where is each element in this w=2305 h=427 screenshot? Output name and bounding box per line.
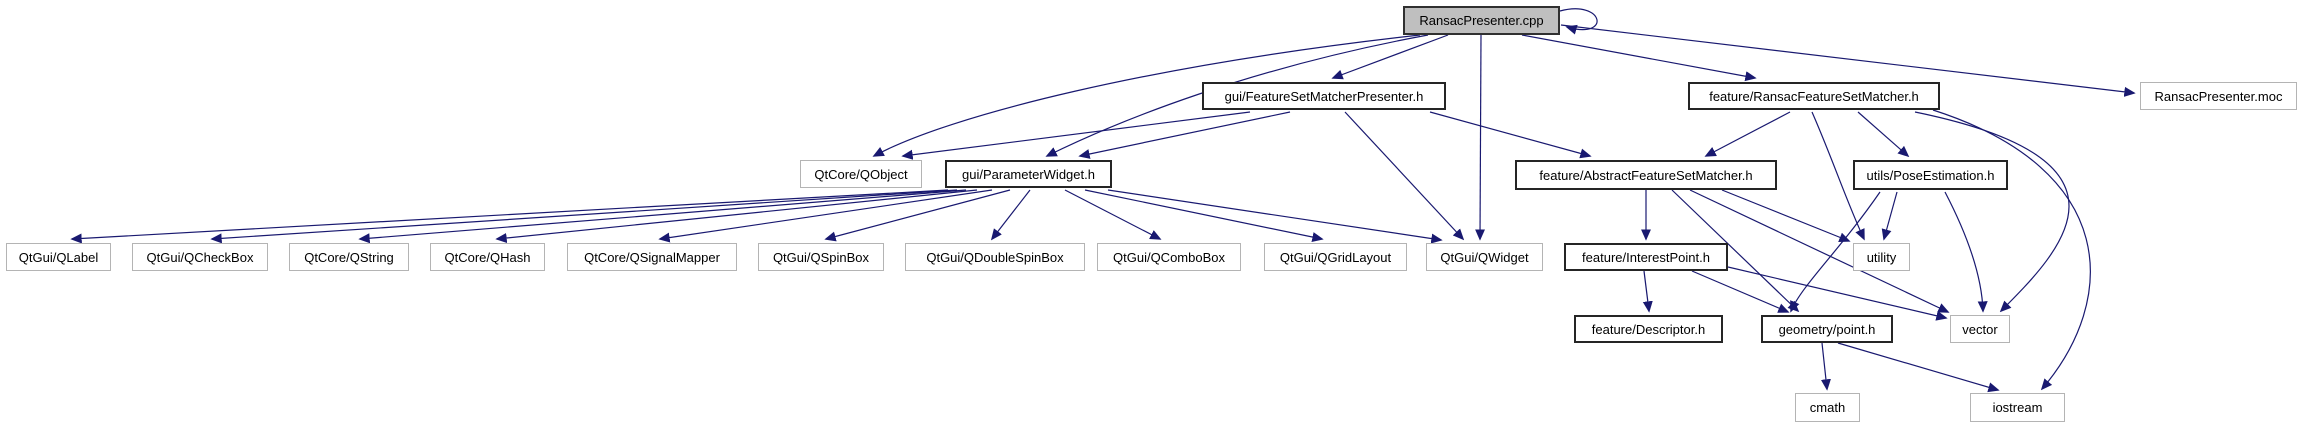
node-qobject: QtCore/QObject xyxy=(800,160,922,188)
edge-pose-to-utility xyxy=(1881,191,1898,241)
node-fsmp[interactable]: gui/FeatureSetMatcherPresenter.h xyxy=(1202,82,1446,110)
node-label: QtCore/QSignalMapper xyxy=(584,249,720,265)
node-label: iostream xyxy=(1992,400,2043,415)
edge-paramw-to-qcombobox xyxy=(1064,189,1162,240)
edge-paramw-to-qgridlayout xyxy=(1084,189,1324,242)
edge-rfsm-to-vector xyxy=(1914,111,2070,313)
edge-paramw-to-qhash xyxy=(495,189,978,244)
node-label: RansacPresenter.moc xyxy=(2154,88,2283,104)
edge-paramw-to-qlabel xyxy=(70,189,949,244)
node-label: QtCore/QHash xyxy=(444,249,531,265)
edge-interestpoint-to-descriptor xyxy=(1642,270,1653,313)
node-label: QtCore/QString xyxy=(304,249,394,265)
edge-root-to-qwidget xyxy=(1475,34,1486,241)
node-qlabel: QtGui/QLabel xyxy=(6,243,111,271)
edge-paramw-to-qspinbox xyxy=(824,189,1011,242)
node-label: gui/FeatureSetMatcherPresenter.h xyxy=(1224,88,1424,104)
node-root: RansacPresenter.cpp xyxy=(1403,6,1560,35)
edge-fsmp-to-afsm xyxy=(1429,111,1592,159)
edge-root-to-moc xyxy=(1560,24,2136,97)
edge-afsm-to-point xyxy=(1671,189,1800,313)
node-cmath: cmath xyxy=(1795,393,1860,422)
node-label: cmath xyxy=(1809,400,1846,415)
node-label: QtGui/QComboBox xyxy=(1113,249,1225,265)
edge-interestpoint-to-point xyxy=(1691,270,1790,313)
edge-paramw-to-qstring xyxy=(358,189,967,244)
node-qcheckbox: QtGui/QCheckBox xyxy=(132,243,268,271)
node-paramw[interactable]: gui/ParameterWidget.h xyxy=(945,160,1112,188)
node-interestpoint[interactable]: feature/InterestPoint.h xyxy=(1564,243,1728,271)
edge-rfsm-to-iostream xyxy=(1932,109,2091,391)
edge-paramw-to-qwidget xyxy=(1107,189,1443,244)
node-afsm[interactable]: feature/AbstractFeatureSetMatcher.h xyxy=(1515,160,1777,190)
node-qcombobox: QtGui/QComboBox xyxy=(1097,243,1241,271)
node-qsignalmapper: QtCore/QSignalMapper xyxy=(567,243,737,271)
node-utility: utility xyxy=(1853,243,1910,271)
node-label: geometry/point.h xyxy=(1778,321,1876,337)
node-qgridlayout: QtGui/QGridLayout xyxy=(1264,243,1407,271)
node-label: utils/PoseEstimation.h xyxy=(1866,167,1995,183)
edge-root-to-root xyxy=(1559,8,1598,35)
edge-paramw-to-qdoublespinbox xyxy=(990,189,1031,241)
node-label: utility xyxy=(1866,249,1897,265)
edge-point-to-cmath xyxy=(1820,342,1831,391)
node-moc: RansacPresenter.moc xyxy=(2140,82,2297,110)
edge-root-to-rfsm xyxy=(1521,34,1757,82)
edge-root-to-qobject xyxy=(872,34,1421,157)
node-descriptor[interactable]: feature/Descriptor.h xyxy=(1574,315,1723,343)
node-pose[interactable]: utils/PoseEstimation.h xyxy=(1853,160,2008,190)
edge-afsm-to-utility xyxy=(1721,189,1851,243)
node-qspinbox: QtGui/QSpinBox xyxy=(758,243,884,271)
edge-paramw-to-qsignalmapper xyxy=(658,189,993,243)
node-iostream: iostream xyxy=(1970,393,2065,422)
edge-fsmp-to-qwidget xyxy=(1344,111,1465,241)
edge-rfsm-to-afsm xyxy=(1704,111,1791,157)
node-label: gui/ParameterWidget.h xyxy=(962,166,1095,182)
node-label: vector xyxy=(1962,321,1998,337)
node-label: feature/InterestPoint.h xyxy=(1582,249,1710,265)
node-label: QtGui/QDoubleSpinBox xyxy=(926,249,1064,265)
node-label: QtCore/QObject xyxy=(814,166,908,182)
node-qstring: QtCore/QString xyxy=(289,243,409,271)
node-label: feature/RansacFeatureSetMatcher.h xyxy=(1709,88,1919,104)
edge-rfsm-to-utility xyxy=(1811,111,1865,241)
edge-root-to-fsmp xyxy=(1331,34,1449,80)
node-label: QtGui/QCheckBox xyxy=(146,249,254,265)
node-label: QtGui/QWidget xyxy=(1440,249,1529,265)
edge-fsmp-to-qobject xyxy=(901,111,1251,160)
node-qhash: QtCore/QHash xyxy=(430,243,545,271)
node-qwidget: QtGui/QWidget xyxy=(1426,243,1543,271)
node-rfsm[interactable]: feature/RansacFeatureSetMatcher.h xyxy=(1688,82,1940,110)
edge-fsmp-to-paramw xyxy=(1078,111,1291,159)
edge-pose-to-vector xyxy=(1944,191,1988,313)
edge-rfsm-to-pose xyxy=(1857,111,1910,158)
edge-interestpoint-to-vector xyxy=(1727,266,1948,321)
node-label: QtGui/QSpinBox xyxy=(772,249,870,265)
edge-pose-to-point xyxy=(1790,191,1881,313)
node-vector: vector xyxy=(1950,315,2010,343)
node-label: feature/AbstractFeatureSetMatcher.h xyxy=(1539,167,1753,183)
node-label: QtGui/QLabel xyxy=(18,249,99,265)
node-point[interactable]: geometry/point.h xyxy=(1761,315,1893,343)
node-label: feature/Descriptor.h xyxy=(1591,321,1706,337)
edge-paramw-to-qcheckbox xyxy=(210,189,958,244)
edge-point-to-iostream xyxy=(1837,342,2000,393)
edge-root-to-paramw xyxy=(1045,34,1429,157)
node-label: QtGui/QGridLayout xyxy=(1279,249,1392,265)
node-label: RansacPresenter.cpp xyxy=(1419,13,1544,28)
node-qdoublespinbox: QtGui/QDoubleSpinBox xyxy=(905,243,1085,271)
edge-afsm-to-vector xyxy=(1689,189,1950,313)
